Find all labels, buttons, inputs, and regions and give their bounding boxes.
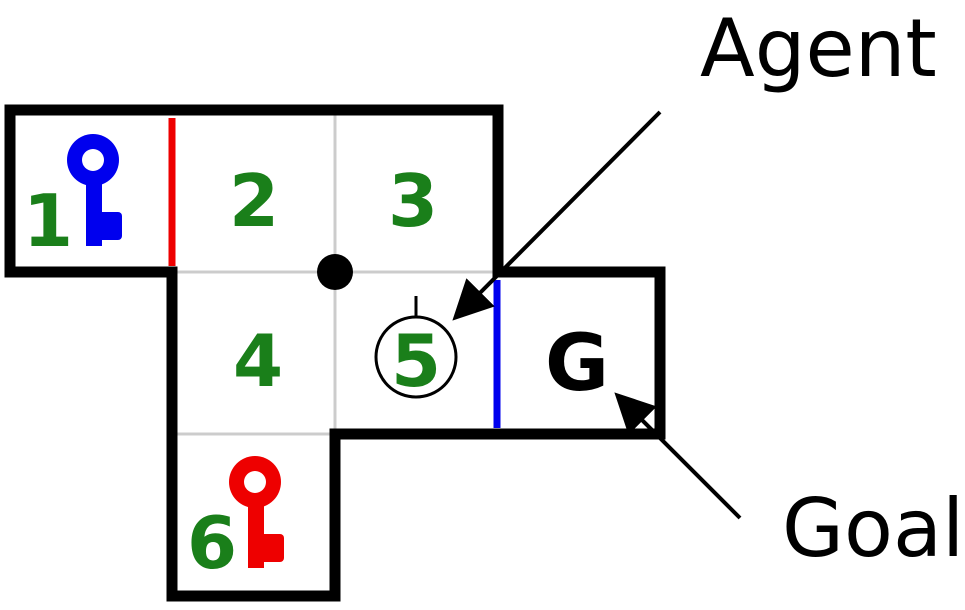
agent-annotation: Agent bbox=[700, 2, 937, 95]
outer-wall bbox=[4, 104, 666, 602]
goal-arrow bbox=[614, 392, 742, 520]
goal-label: G bbox=[545, 319, 609, 409]
grid-lines bbox=[172, 112, 496, 436]
room-label-2: 2 bbox=[229, 159, 279, 243]
room-label-5: 5 bbox=[391, 319, 441, 403]
room-label-1: 1 bbox=[23, 179, 73, 263]
junction-dot-icon bbox=[317, 254, 353, 290]
blue-key-icon bbox=[67, 134, 122, 246]
red-key-icon bbox=[229, 456, 284, 568]
room-label-4: 4 bbox=[233, 319, 283, 403]
agent-marker-icon bbox=[374, 296, 458, 399]
room-label-6: 6 bbox=[187, 501, 237, 585]
goal-annotation: Goal bbox=[782, 482, 964, 575]
agent-arrow bbox=[452, 110, 662, 321]
room-label-3: 3 bbox=[388, 159, 438, 243]
